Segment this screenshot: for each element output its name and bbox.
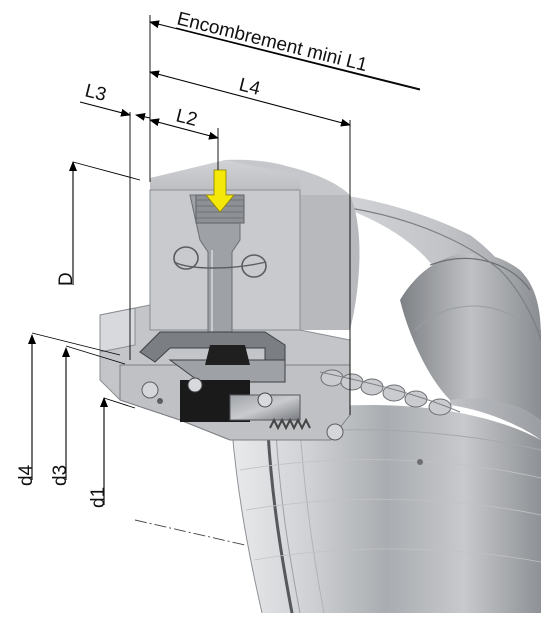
seal-lip [139, 331, 344, 441]
label-l1: Encombrement mini L1 [175, 8, 370, 76]
housing [300, 190, 541, 440]
label-d3: d3 [50, 465, 71, 486]
shaft [231, 405, 541, 614]
label-l3: L3 [83, 80, 109, 105]
label-l1-underline [175, 27, 421, 90]
label-d4: d4 [16, 464, 37, 486]
down-arrow-icon [205, 169, 235, 213]
label-l2: L2 [174, 105, 200, 130]
rolling-elements [319, 369, 461, 465]
label-d1: d1 [88, 487, 109, 508]
centerline [134, 519, 246, 546]
spring-icon [269, 417, 311, 431]
label-d: D [56, 272, 77, 286]
dimension-lines [28, 15, 421, 505]
